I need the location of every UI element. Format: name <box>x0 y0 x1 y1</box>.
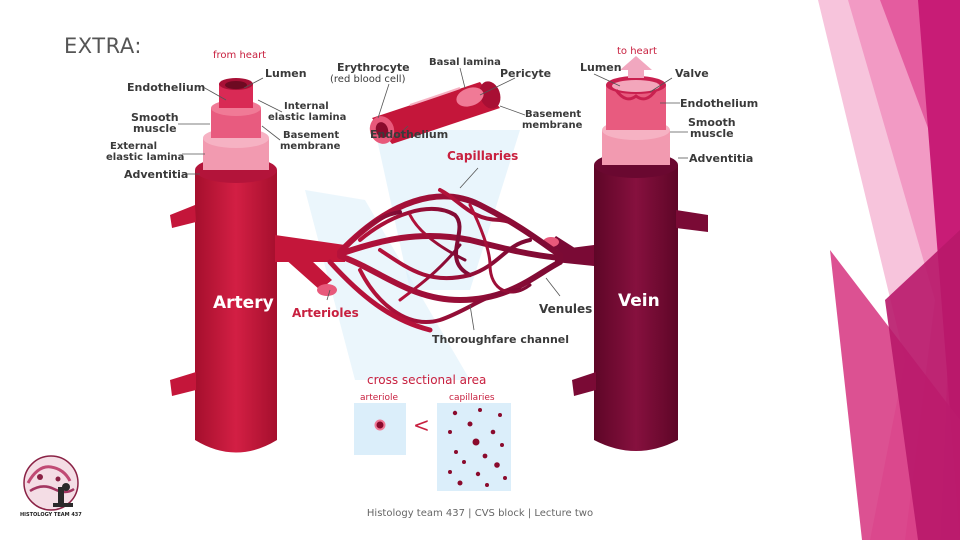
label-cross-capillaries: capillaries <box>449 393 495 403</box>
capillary-dots <box>448 408 507 487</box>
cross-section-panel <box>354 403 511 491</box>
label-arteriole: arteriole <box>360 393 398 403</box>
label-capillary-endothelium: Endothelium <box>370 128 448 141</box>
capillary-network <box>327 188 563 333</box>
label-artery-basement-1: Basement <box>283 130 339 141</box>
leader-lines <box>178 67 688 331</box>
label-vein: Vein <box>618 291 660 311</box>
label-arterioles: Arterioles <box>292 306 359 320</box>
logo-text: HISTOLOGY TEAM 437 <box>20 512 82 518</box>
label-to-heart: to heart <box>617 46 657 57</box>
label-vein-smooth-muscle-2: muscle <box>690 127 734 140</box>
label-capillaries: Capillaries <box>447 149 518 163</box>
label-artery-smooth-muscle-2: muscle <box>133 122 177 135</box>
label-artery: Artery <box>213 293 274 313</box>
label-pericyte: Pericyte <box>500 67 551 80</box>
label-erythrocyte-1: Erythrocyte <box>337 61 410 74</box>
label-internal-elastic-1: Internal <box>284 101 329 112</box>
label-external-elastic-1: External <box>110 141 157 152</box>
label-thoroughfare: Thoroughfare channel <box>432 333 569 346</box>
label-artery-lumen: Lumen <box>265 67 307 80</box>
histology-team-logo: HISTOLOGY TEAM 437 <box>20 455 82 518</box>
slide-title: EXTRA: <box>64 34 142 58</box>
label-artery-smooth-muscle-1: Smooth <box>131 111 179 124</box>
label-vein-lumen: Lumen <box>580 61 622 74</box>
label-capillary-basement-2: membrane <box>522 120 583 131</box>
artery <box>170 78 345 453</box>
label-external-elastic-2: elastic lamina <box>106 152 184 163</box>
label-cross-sectional-area: cross sectional area <box>367 373 486 387</box>
label-erythrocyte-2: (red blood cell) <box>330 74 406 85</box>
label-vein-endothelium: Endothelium <box>680 97 758 110</box>
label-capillary-basement-1: Basement <box>525 109 581 120</box>
label-artery-adventitia: Adventitia <box>124 168 188 181</box>
label-artery-basement-2: membrane <box>280 141 341 152</box>
label-from-heart: from heart <box>213 50 266 61</box>
label-internal-elastic-2: elastic lamina <box>268 112 346 123</box>
label-valve: Valve <box>675 67 709 80</box>
label-vein-adventitia: Adventitia <box>689 152 753 165</box>
vein <box>543 56 708 451</box>
cross-section-beam <box>305 190 470 380</box>
label-artery-endothelium: Endothelium <box>127 81 205 94</box>
label-venules: Venules <box>539 302 592 316</box>
label-vein-smooth-muscle-1: Smooth <box>688 116 736 129</box>
capillary-detail <box>369 81 501 144</box>
slide-footer: Histology team 437 | CVS block | Lecture… <box>366 508 594 519</box>
capillaries-box <box>437 403 511 491</box>
label-basal-lamina: Basal lamina <box>429 57 501 68</box>
less-than-sign: < <box>413 413 430 437</box>
